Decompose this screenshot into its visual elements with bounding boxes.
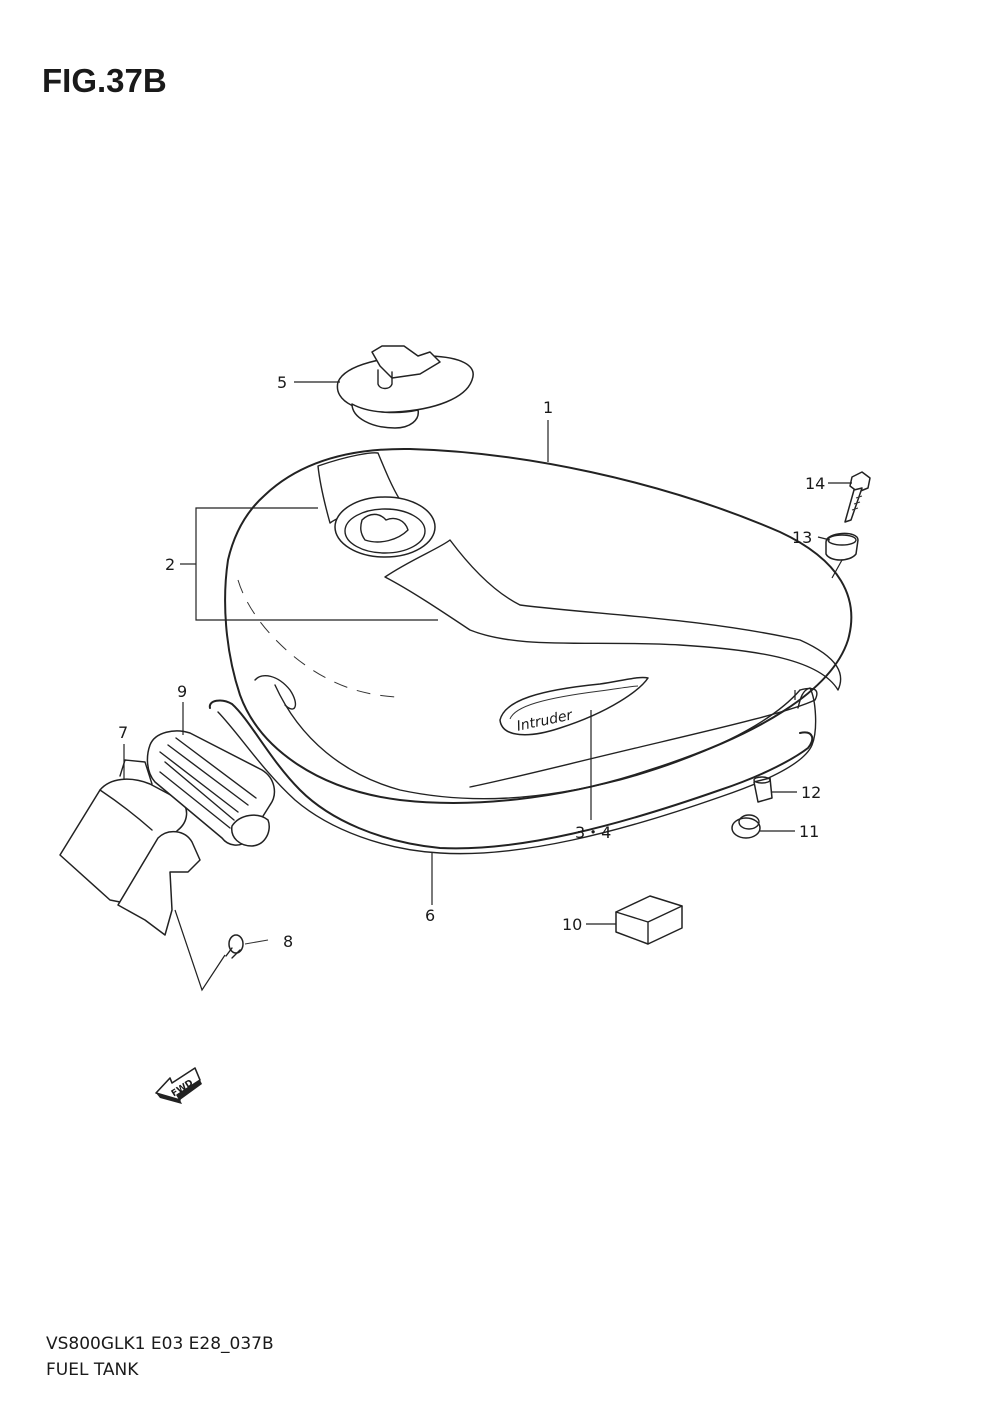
callout-9: 9 bbox=[177, 682, 187, 701]
callout-5: 5 bbox=[277, 373, 287, 392]
callout-6: 6 bbox=[425, 906, 435, 925]
callout-2: 2 bbox=[165, 555, 175, 574]
figure-title: FIG.37B bbox=[42, 62, 167, 99]
callout-14: 14 bbox=[805, 474, 825, 493]
cushion-13 bbox=[825, 532, 859, 561]
footer-model-code: VS800GLK1 E03 E28_037B bbox=[46, 1334, 274, 1354]
screw bbox=[225, 934, 269, 959]
leader-lines bbox=[123, 381, 852, 992]
footer-section-name: FUEL TANK bbox=[46, 1360, 139, 1380]
damper-block bbox=[615, 895, 683, 945]
tank-trim-strip bbox=[208, 674, 817, 855]
bolt bbox=[844, 471, 871, 523]
callout-8: 8 bbox=[283, 932, 293, 951]
tank-emblem: Intruder bbox=[499, 676, 649, 736]
callout-12: 12 bbox=[801, 783, 821, 802]
fwd-arrow-icon: FWD bbox=[155, 1067, 202, 1104]
callout-1: 1 bbox=[543, 398, 553, 417]
cushion bbox=[146, 730, 276, 847]
cushion-11 bbox=[731, 814, 761, 839]
callout-11: 11 bbox=[799, 822, 819, 841]
callout-labels: 1 2 3・4 5 6 7 8 9 10 11 12 13 14 bbox=[118, 373, 825, 951]
callout-7: 7 bbox=[118, 723, 128, 742]
callout-3-4: 3・4 bbox=[575, 823, 611, 842]
fuel-cap bbox=[336, 345, 474, 429]
callout-13: 13 bbox=[792, 528, 812, 547]
fuel-tank bbox=[224, 447, 853, 804]
collar bbox=[753, 776, 773, 803]
callout-10: 10 bbox=[562, 915, 582, 934]
